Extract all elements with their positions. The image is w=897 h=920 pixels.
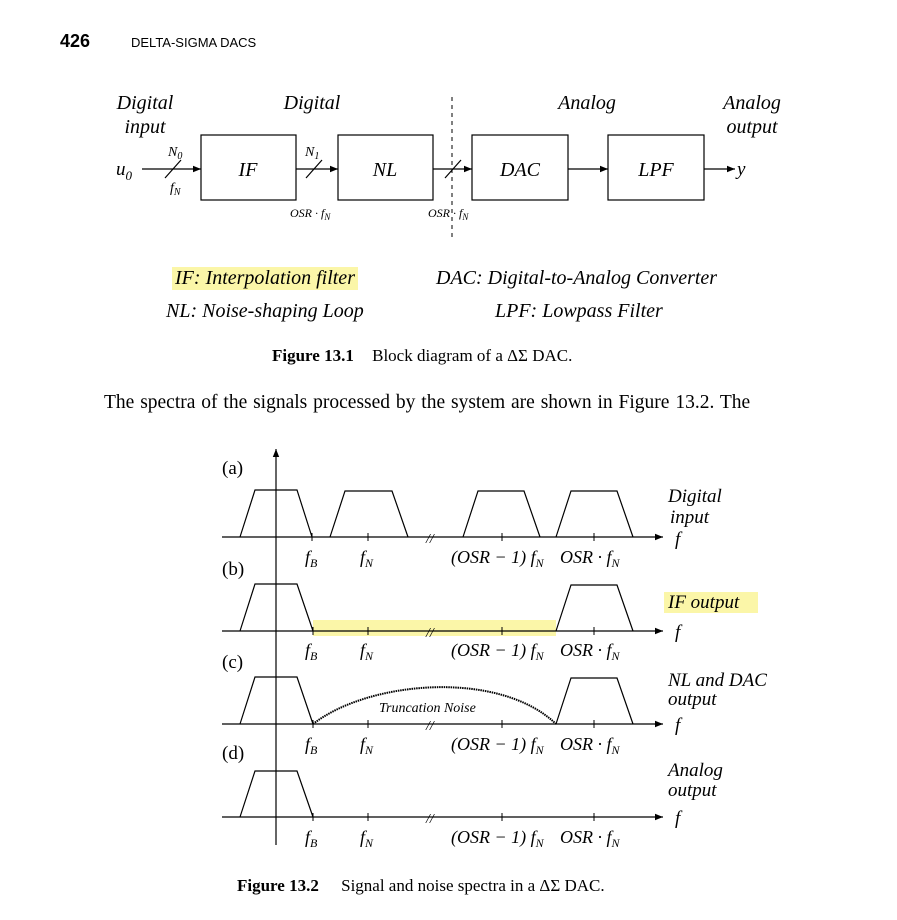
row-c-tag: (c) bbox=[222, 652, 243, 673]
label-analog-output-2: output bbox=[726, 116, 778, 138]
lpf-block bbox=[607, 134, 705, 201]
row-c-tick-fn-label: fN bbox=[360, 734, 374, 757]
n1-bus-slash bbox=[305, 159, 323, 179]
osr-label-2: OSR · fN bbox=[428, 206, 469, 222]
row-b-axis-var: f bbox=[675, 622, 683, 643]
truncation-noise-curve bbox=[312, 686, 557, 725]
row-c-band-1 bbox=[239, 676, 314, 725]
row-b-right-label: IF output bbox=[667, 592, 740, 613]
row-d-tick-osr1-label: (OSR − 1) fN bbox=[451, 827, 545, 850]
row-a-tick-osr-label: OSR · fN bbox=[560, 547, 621, 570]
row-a-band-1 bbox=[239, 489, 313, 538]
figure-13-2-caption-text: Signal and noise spectra in a ΔΣ DAC. bbox=[341, 876, 605, 895]
figure-13-2-caption: Figure 13.2 Signal and noise spectra in … bbox=[237, 876, 605, 896]
output-signal: y bbox=[735, 159, 746, 180]
row-d-break: // bbox=[425, 812, 435, 827]
n1-label: N1 bbox=[304, 145, 319, 162]
if-block-label: IF bbox=[238, 159, 259, 181]
row-c-tick-osr1-label: (OSR − 1) fN bbox=[451, 734, 545, 757]
row-c-tick-osr-label: OSR · fN bbox=[560, 734, 621, 757]
row-a-band-3 bbox=[462, 490, 541, 538]
dac-block bbox=[471, 134, 569, 201]
row-b-break: // bbox=[425, 626, 435, 641]
row-a-tick-fb-label: fB bbox=[305, 547, 318, 570]
row-d-tag: (d) bbox=[222, 743, 244, 764]
row-a-band-4 bbox=[555, 490, 634, 538]
row-a-tag: (a) bbox=[222, 458, 243, 479]
fn-label: fN bbox=[170, 181, 182, 198]
figure-13-2-caption-label: Figure 13.2 bbox=[237, 876, 319, 895]
row-c: (c) Truncation Noise // fB fN (OSR − 1) … bbox=[222, 652, 767, 757]
osr-label-1: OSR · fN bbox=[290, 206, 331, 222]
row-b-label-highlight bbox=[664, 592, 758, 613]
row-a-right-label-2: input bbox=[670, 507, 710, 528]
input-signal: u0 bbox=[116, 159, 133, 183]
n0-label: N0 bbox=[167, 145, 182, 162]
row-b: (b) // fB fN (OSR − 1) fN OSR · fN IF ou… bbox=[222, 559, 758, 663]
row-c-tick-fb-label: fB bbox=[305, 734, 318, 757]
row-c-axis-var: f bbox=[675, 715, 683, 736]
row-a-break: // bbox=[425, 532, 435, 547]
row-a-axis-var: f bbox=[675, 529, 683, 550]
row-c-break: // bbox=[425, 719, 435, 734]
dac-block-label: DAC bbox=[499, 159, 541, 181]
row-b-tag: (b) bbox=[222, 559, 244, 580]
figure-13-1-caption-label: Figure 13.1 bbox=[272, 346, 354, 365]
row-a-tick-osr1-label: (OSR − 1) fN bbox=[451, 547, 545, 570]
body-paragraph: The spectra of the signals processed by … bbox=[104, 392, 751, 413]
row-d-tick-fn-label: fN bbox=[360, 827, 374, 850]
nl-block bbox=[337, 134, 434, 201]
legend-if: IF: Interpolation filter bbox=[172, 267, 358, 290]
row-c-right-label-2: output bbox=[668, 689, 717, 710]
legend-lpf: LPF: Lowpass Filter bbox=[495, 300, 663, 322]
row-b-tick-fn-label: fN bbox=[360, 640, 374, 663]
row-b-tick-osr-label: OSR · fN bbox=[560, 640, 621, 663]
figure-13-1-caption-text: Block diagram of a ΔΣ DAC. bbox=[372, 346, 573, 365]
row-b-band-4 bbox=[555, 584, 634, 632]
row-a-right-label-1: Digital bbox=[667, 486, 722, 507]
row-d-band-1 bbox=[239, 770, 314, 818]
row-d-axis-var: f bbox=[675, 808, 683, 829]
page-number: 426 bbox=[60, 31, 91, 51]
row-a-tick-fn-label: fN bbox=[360, 547, 374, 570]
label-analog-output-1: Analog bbox=[721, 92, 781, 114]
nl-block-label: NL bbox=[372, 159, 397, 181]
row-a-band-2 bbox=[329, 490, 409, 538]
row-b-tick-osr1-label: (OSR − 1) fN bbox=[451, 640, 545, 663]
row-a: (a) // fB fN (OSR − 1) fN OSR · fN Digit… bbox=[222, 458, 722, 570]
one-bit-slash bbox=[444, 159, 462, 179]
figure-13-1-caption: Figure 13.1 Block diagram of a ΔΣ DAC. bbox=[272, 346, 572, 366]
label-digital-mid: Digital bbox=[283, 92, 341, 114]
figure-13-2-spectra: (a) // fB fN (OSR − 1) fN OSR · fN Digit… bbox=[222, 449, 767, 850]
row-d: (d) // fB fN (OSR − 1) fN OSR · fN Analo… bbox=[222, 743, 723, 850]
lpf-block-label: LPF bbox=[637, 159, 674, 181]
row-b-tick-fb-label: fB bbox=[305, 640, 318, 663]
if-output-highlight bbox=[313, 620, 556, 636]
row-d-tick-osr-label: OSR · fN bbox=[560, 827, 621, 850]
label-digital-input-2: input bbox=[124, 116, 166, 138]
row-c-right-label-1: NL and DAC bbox=[667, 670, 767, 691]
row-d-right-label-1: Analog bbox=[666, 760, 723, 781]
row-c-band-4 bbox=[555, 677, 634, 725]
row-d-tick-fb-label: fB bbox=[305, 827, 318, 850]
row-d-right-label-2: output bbox=[668, 780, 717, 801]
label-digital-input-1: Digital bbox=[116, 92, 174, 114]
truncation-noise-label: Truncation Noise bbox=[379, 701, 476, 716]
label-analog-mid: Analog bbox=[556, 92, 616, 114]
if-block bbox=[200, 134, 297, 201]
row-b-band-1 bbox=[239, 583, 314, 632]
figure-13-1-diagram: Digital input Digital Analog Analog outp… bbox=[116, 92, 781, 240]
legend-dac: DAC: Digital-to-Analog Converter bbox=[436, 267, 718, 289]
legend-nl: NL: Noise-shaping Loop bbox=[166, 300, 364, 322]
input-bus-slash bbox=[164, 159, 182, 179]
running-title: DELTA-SIGMA DACS bbox=[131, 35, 257, 50]
